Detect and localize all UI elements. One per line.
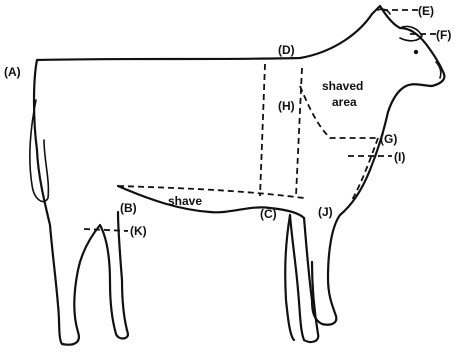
- shave-line-back-vertical: [260, 64, 265, 196]
- leader-line-k: [84, 229, 128, 231]
- calf-front-leg-near: [290, 215, 318, 342]
- calf-body-outline: [37, 6, 444, 325]
- calf-rump-outline: [34, 60, 128, 345]
- label-d: (D): [278, 43, 295, 57]
- shave-line-neck: [300, 86, 378, 138]
- annotation-shave: shave: [168, 194, 202, 208]
- label-a: (A): [4, 65, 21, 79]
- calf-tail-outline: [30, 100, 48, 202]
- label-b: (B): [120, 201, 137, 215]
- label-h: (H): [278, 99, 295, 113]
- label-c: (C): [260, 207, 277, 221]
- label-i: (I): [394, 150, 405, 164]
- calf-eye: [414, 50, 418, 54]
- label-k: (K): [130, 224, 147, 238]
- annotation-area: area: [332, 95, 357, 109]
- label-f: (F): [436, 28, 451, 42]
- shave-line-neck-front: [352, 138, 378, 200]
- annotation-shaved: shaved: [322, 79, 363, 93]
- label-g: (G): [380, 132, 397, 146]
- label-j: (J): [318, 205, 333, 219]
- label-e: (E): [418, 4, 434, 18]
